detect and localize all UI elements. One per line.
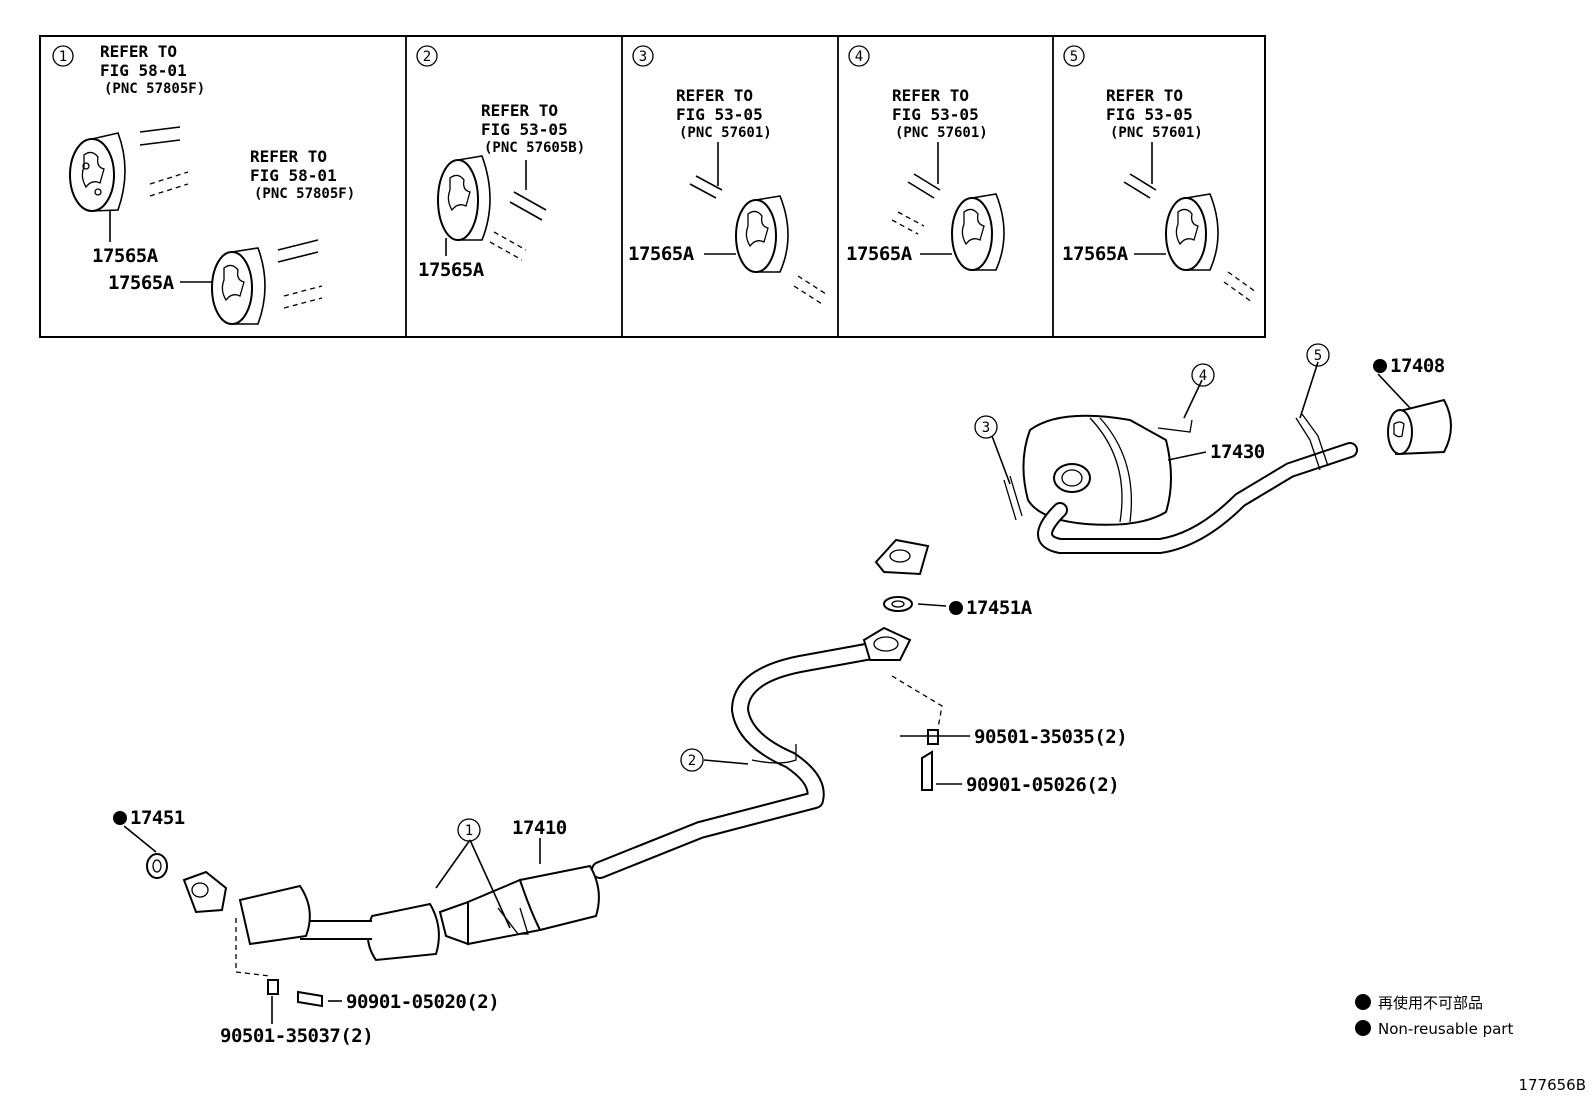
- label-17451: 17451: [130, 807, 185, 829]
- rubber-hanger-icon: [69, 132, 126, 212]
- refer-pnc: (PNC 57605B): [484, 140, 585, 156]
- refer-fig: FIG 53-05: [481, 120, 568, 139]
- callout-3: 3: [974, 415, 998, 439]
- non-reusable-dot-icon: [1373, 359, 1387, 373]
- part-label: 17565A: [92, 245, 159, 267]
- part-label: 17565A: [1062, 243, 1129, 265]
- rubber-hanger-icon: [437, 155, 491, 241]
- refer-fig: FIG 58-01: [100, 61, 187, 80]
- fasteners: [235, 675, 943, 1008]
- rubber-hanger-icon: [951, 193, 1005, 271]
- tail-pipe-tip: [1387, 398, 1452, 456]
- panel-number: 5: [1070, 49, 1078, 65]
- inset-panel-1: 1 REFER TO FIG 58-01 (PNC 57805F) REFER …: [52, 42, 355, 325]
- callout-1: 1: [457, 818, 481, 842]
- refer-pnc: (PNC 57601): [895, 125, 988, 141]
- refer-text: REFER TO: [676, 86, 753, 105]
- front-pipe-assembly: [182, 626, 912, 962]
- part-label: 17565A: [418, 259, 485, 281]
- tailpipe-muffler-assembly: [874, 413, 1358, 576]
- svg-text:3: 3: [982, 420, 990, 436]
- non-reusable-dot-icon: [1355, 994, 1371, 1010]
- refer-text: REFER TO: [250, 147, 327, 166]
- callout-2: 2: [680, 748, 704, 772]
- part-label: 17565A: [108, 272, 175, 294]
- label-90501-35035: 90501-35035(2): [974, 726, 1127, 748]
- inset-panel-4: 4 REFER TO FIG 53-05 (PNC 57601) 17565A: [846, 45, 1005, 271]
- label-17430: 17430: [1210, 441, 1265, 463]
- rubber-hanger-icon: [211, 247, 266, 325]
- refer-text: REFER TO: [100, 42, 177, 61]
- part-label: 17565A: [628, 243, 695, 265]
- refer-pnc: (PNC 57805F): [104, 81, 205, 97]
- label-17408: 17408: [1390, 355, 1445, 377]
- leader-lines: [123, 361, 1411, 1024]
- svg-text:2: 2: [688, 753, 696, 769]
- figure-code: 177656B: [1518, 1076, 1586, 1094]
- svg-text:4: 4: [1199, 368, 1207, 384]
- panel-number: 3: [639, 49, 647, 65]
- non-reusable-dot-icon: [949, 601, 963, 615]
- callout-5: 5: [1306, 343, 1330, 367]
- refer-fig: FIG 58-01: [250, 166, 337, 185]
- inset-panel-5: 5 REFER TO FIG 53-05 (PNC 57601) 17565A: [1062, 45, 1257, 303]
- svg-text:5: 5: [1314, 348, 1322, 364]
- non-reusable-dot-icon: [1355, 1020, 1371, 1036]
- refer-text: REFER TO: [481, 101, 558, 120]
- panel-number: 1: [59, 49, 67, 65]
- panel-number: 4: [855, 49, 863, 65]
- label-17451A: 17451A: [966, 597, 1033, 619]
- refer-fig: FIG 53-05: [1106, 105, 1193, 124]
- legend: 再使用不可部品 Non-reusable part: [1355, 994, 1513, 1038]
- refer-fig: FIG 53-05: [676, 105, 763, 124]
- non-reusable-dot-icon: [113, 811, 127, 825]
- label-90901-05026: 90901-05026(2): [966, 774, 1119, 796]
- inset-panel-3: 3 REFER TO FIG 53-05 (PNC 57601) 17565A: [628, 45, 827, 305]
- rubber-hanger-icon: [735, 195, 789, 273]
- refer-text: REFER TO: [892, 86, 969, 105]
- part-label: 17565A: [846, 243, 913, 265]
- rubber-hanger-icon: [1165, 193, 1219, 271]
- gasket-front-icon: [146, 853, 168, 879]
- refer-pnc: (PNC 57805F): [254, 186, 355, 202]
- refer-fig: FIG 53-05: [892, 105, 979, 124]
- inset-panel-frame: [39, 35, 1266, 338]
- refer-pnc: (PNC 57601): [1110, 125, 1203, 141]
- refer-pnc: (PNC 57601): [679, 125, 772, 141]
- label-90901-05020: 90901-05020(2): [346, 991, 499, 1013]
- gasket-rear-icon: [883, 596, 913, 612]
- label-17410: 17410: [512, 817, 567, 839]
- legend-en: Non-reusable part: [1378, 1020, 1513, 1038]
- svg-text:1: 1: [465, 823, 473, 839]
- refer-text: REFER TO: [1106, 86, 1183, 105]
- panel-number: 2: [423, 49, 431, 65]
- callout-4: 4: [1191, 363, 1215, 387]
- label-90501-35037: 90501-35037(2): [220, 1025, 373, 1047]
- legend-jp: 再使用不可部品: [1378, 994, 1483, 1012]
- inset-panel-2: 2 REFER TO FIG 53-05 (PNC 57605B) 17565A: [416, 45, 585, 281]
